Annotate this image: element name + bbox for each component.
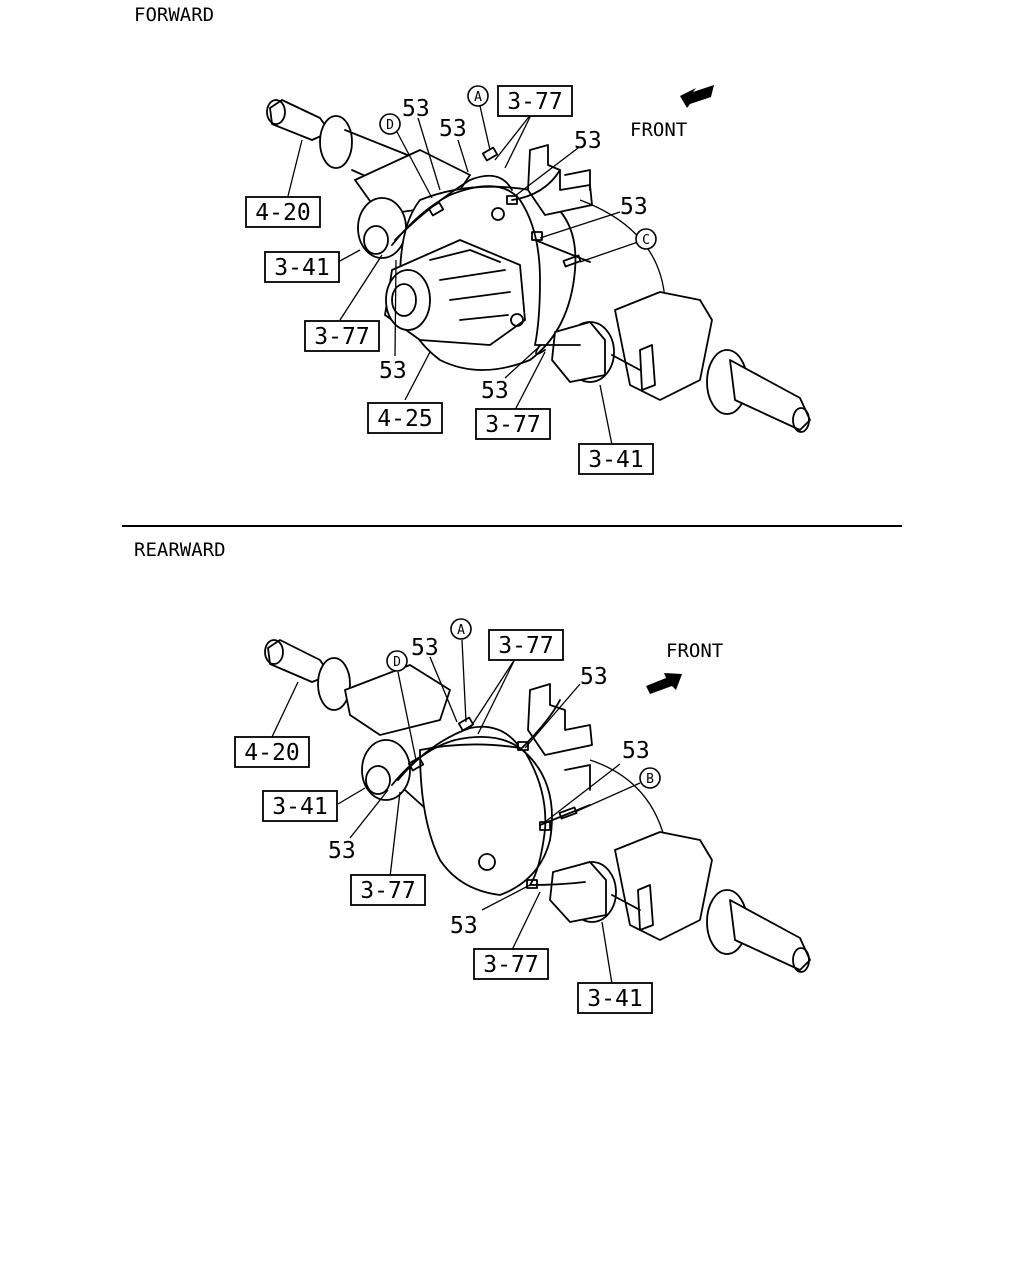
forward-part-53-label: 53: [402, 96, 430, 122]
svg-text:4-20: 4-20: [255, 200, 310, 226]
svg-text:B: B: [646, 772, 654, 787]
forward-ref-4-25: 4-25: [367, 402, 443, 434]
svg-text:C: C: [642, 233, 650, 248]
svg-text:3-41: 3-41: [587, 986, 642, 1012]
forward-callout-c: C: [635, 228, 657, 250]
rearward-title: REARWARD: [134, 539, 226, 561]
rearward-ref-3-41-left: 3-41: [262, 790, 338, 822]
svg-text:3-77: 3-77: [360, 878, 415, 904]
rearward-leader-lines: [271, 639, 641, 985]
svg-text:3-77: 3-77: [314, 324, 369, 350]
svg-text:3-41: 3-41: [272, 794, 327, 820]
rearward-callout-b: B: [639, 767, 661, 789]
forward-part-53-label: 53: [481, 378, 509, 404]
rearward-part-53-label: 53: [328, 838, 356, 864]
forward-callout-d: D: [379, 113, 401, 135]
svg-text:3-77: 3-77: [485, 412, 540, 438]
forward-part-53-label: 53: [574, 128, 602, 154]
forward-leader-lines: [287, 105, 639, 446]
rearward-section: REARWARD: [134, 539, 811, 1014]
svg-text:3-77: 3-77: [498, 633, 553, 659]
forward-ref-4-20: 4-20: [245, 196, 321, 228]
rearward-ref-3-41-right: 3-41: [577, 982, 653, 1014]
forward-ref-3-77-top: 3-77: [497, 85, 573, 117]
forward-front-arrow-icon: [680, 85, 714, 108]
forward-front-label: FRONT: [630, 119, 687, 141]
rearward-axle-drawing: [264, 639, 811, 973]
svg-text:4-25: 4-25: [377, 406, 432, 432]
svg-text:4-20: 4-20: [244, 740, 299, 766]
svg-text:3-41: 3-41: [274, 255, 329, 281]
svg-text:A: A: [474, 90, 482, 105]
rearward-ref-3-77-top: 3-77: [488, 629, 564, 661]
rearward-callout-d: D: [386, 650, 408, 672]
rearward-part-53-label: 53: [450, 913, 478, 939]
forward-part-53-label: 53: [439, 116, 467, 142]
svg-text:3-77: 3-77: [507, 89, 562, 115]
forward-callout-a: A: [467, 85, 489, 107]
rearward-part-53-label: 53: [622, 738, 650, 764]
rearward-ref-4-20: 4-20: [234, 736, 310, 768]
forward-title: FORWARD: [134, 4, 214, 26]
forward-ref-3-77-left: 3-77: [304, 320, 380, 352]
rearward-front-arrow-icon: [646, 673, 682, 694]
svg-text:3-41: 3-41: [588, 447, 643, 473]
forward-axle-drawing: [266, 99, 811, 433]
svg-text:D: D: [386, 118, 394, 133]
svg-text:A: A: [457, 623, 465, 638]
rearward-part-53-label: 53: [411, 635, 439, 661]
rearward-ref-3-77-bottom: 3-77: [473, 948, 549, 980]
forward-part-53-label: 53: [379, 358, 407, 384]
rearward-callout-a: A: [450, 618, 472, 640]
forward-ref-3-41-left: 3-41: [264, 251, 340, 283]
rearward-front-label: FRONT: [666, 640, 723, 662]
rearward-ref-3-77-left: 3-77: [350, 874, 426, 906]
forward-ref-3-77-bottom: 3-77: [475, 408, 551, 440]
forward-part-53-label: 53: [620, 194, 648, 220]
svg-text:3-77: 3-77: [483, 952, 538, 978]
forward-section: FORWARD: [134, 4, 811, 475]
rearward-part-53-label: 53: [580, 664, 608, 690]
forward-ref-3-41-right: 3-41: [578, 443, 654, 475]
svg-text:D: D: [393, 655, 401, 670]
